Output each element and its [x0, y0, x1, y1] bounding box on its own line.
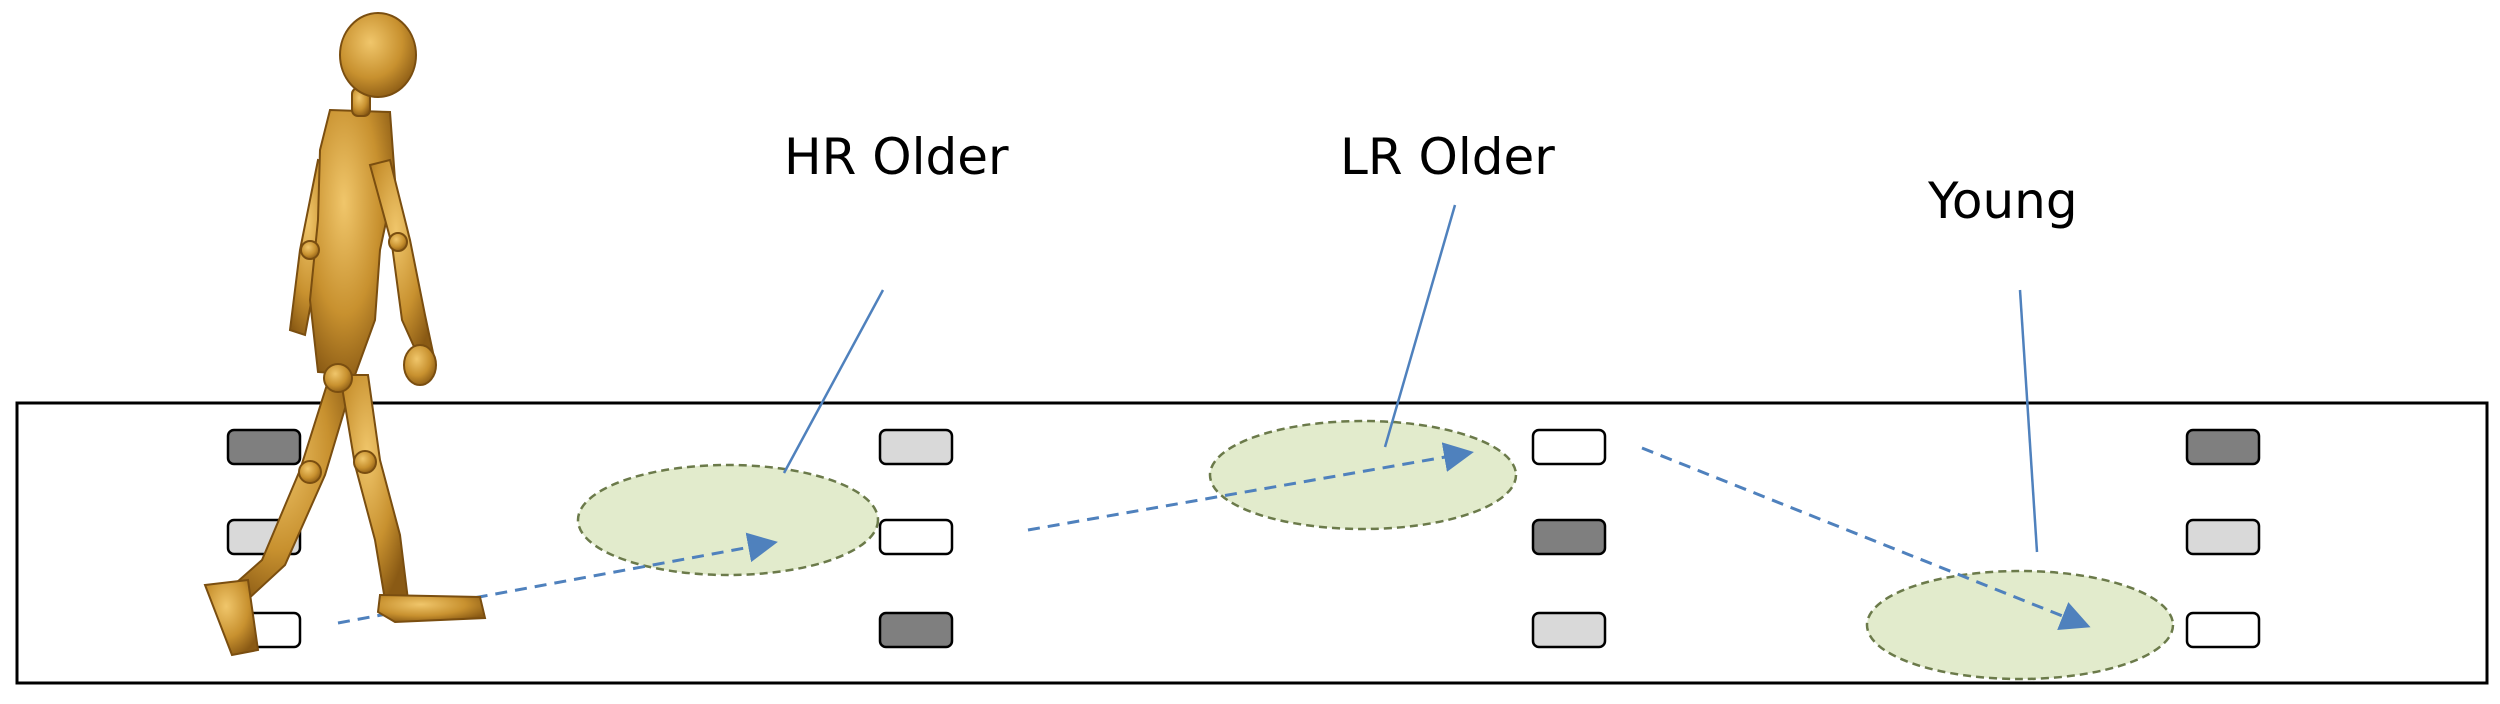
hr-older-zone: [576, 463, 880, 577]
target-box: [878, 428, 954, 466]
walking-figure-icon: [203, 12, 487, 657]
target-column-3: [1531, 428, 1607, 649]
trajectory-arrow-1: [337, 532, 778, 625]
lr-older-label: LR Older: [1340, 128, 1555, 186]
lr-older-zone: [1208, 419, 1518, 531]
target-box: [878, 611, 954, 649]
target-column-4: [2185, 428, 2261, 649]
target-box: [226, 428, 302, 466]
target-box: [2185, 611, 2261, 649]
target-box: [1531, 518, 1607, 556]
lr-older-leader-line: [1383, 204, 1457, 448]
young-leader-line: [2018, 289, 2039, 553]
target-column-2: [878, 428, 954, 649]
hr-older-label: HR Older: [784, 128, 1009, 186]
hr-older-leader-line: [782, 289, 885, 474]
target-box: [1531, 428, 1607, 466]
target-box: [878, 518, 954, 556]
target-box: [1531, 611, 1607, 649]
target-box: [2185, 428, 2261, 466]
young-zone: [1865, 569, 2175, 681]
trajectory-arrow-2: [1027, 442, 1474, 532]
target-box: [2185, 518, 2261, 556]
young-label: Young: [1927, 172, 2078, 230]
